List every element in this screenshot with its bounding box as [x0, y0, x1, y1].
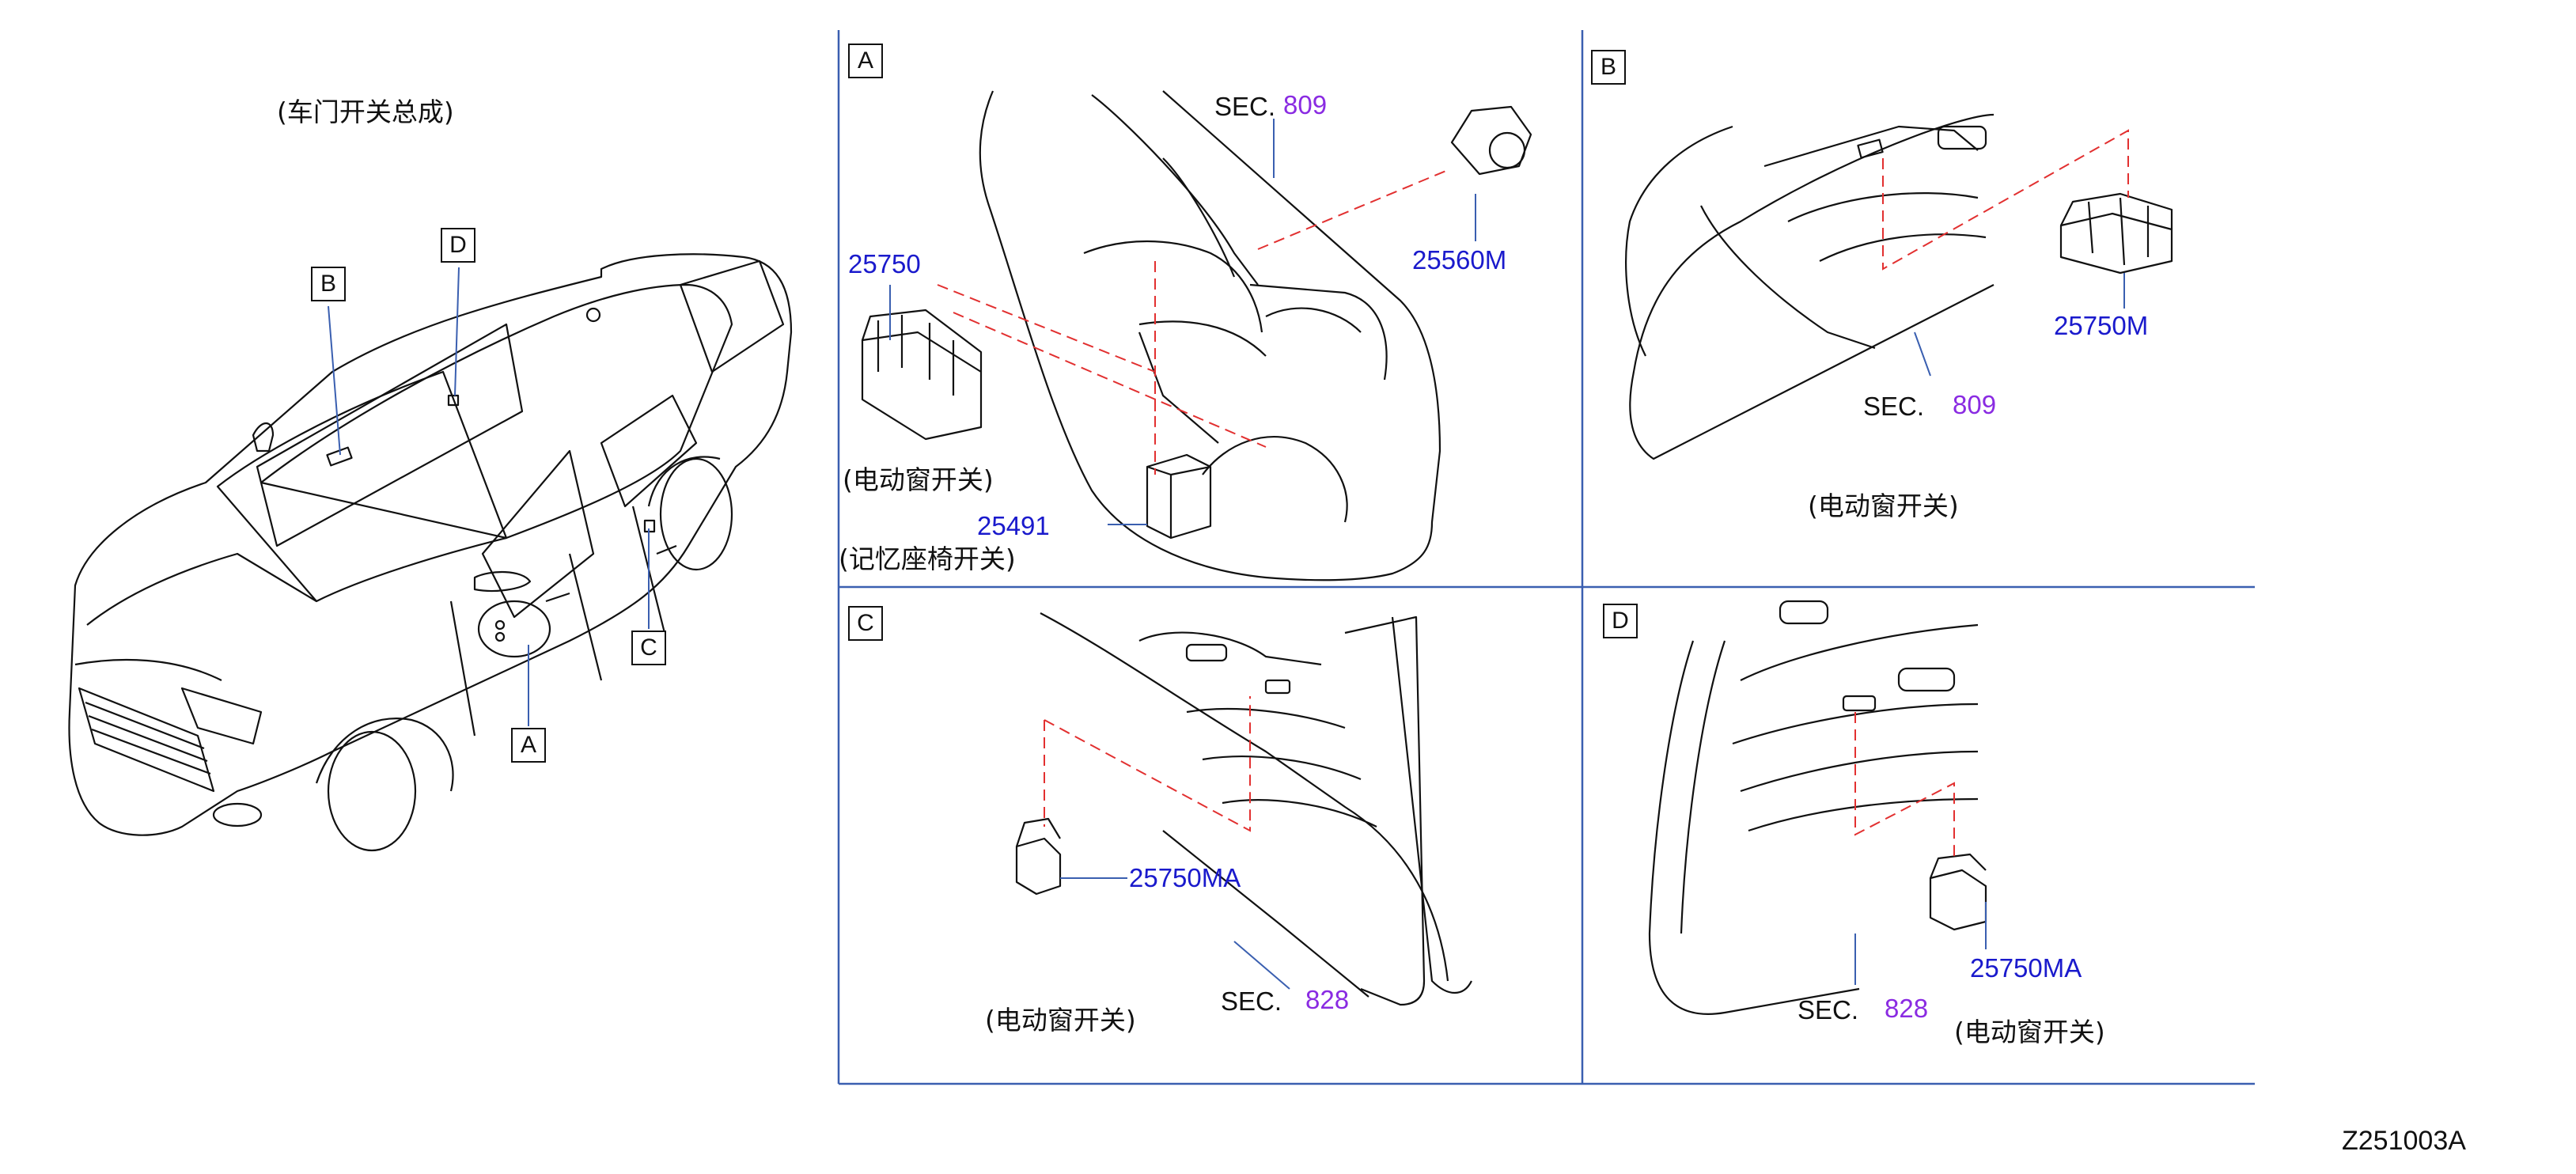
part-25750m: 25750M	[2054, 311, 2149, 340]
panel-c-sec-number: 828	[1305, 985, 1350, 1014]
panel-b-art	[1625, 113, 2173, 460]
panel-d-sec-number: 828	[1885, 994, 1929, 1023]
panel-d-art	[1648, 600, 1987, 1015]
panel-d-guides	[1854, 712, 1955, 858]
callout-leaders	[328, 267, 650, 726]
callout-b: B	[311, 267, 346, 301]
panel-b-sec-prefix: SEC.	[1863, 392, 1925, 421]
panel-b-desc: (电动窗开关)	[1808, 490, 1959, 521]
panel-c-desc: (电动窗开关)	[985, 1005, 1136, 1036]
panel-a-sec-prefix: SEC.	[1214, 92, 1276, 121]
panel-d-desc: (电动窗开关)	[1954, 1017, 2105, 1047]
panel-c-tag: C	[848, 606, 883, 641]
panel-c-art	[1015, 612, 1472, 1006]
panel-c-guides	[1044, 696, 1251, 832]
panel-b-tag: B	[1591, 50, 1626, 85]
panel-a-leaders	[889, 119, 1476, 525]
part-25750-desc: (电动窗开关)	[843, 464, 994, 495]
car-outline	[68, 253, 793, 852]
panel-a-tag: A	[848, 44, 883, 78]
panel-a-art	[861, 90, 1532, 581]
panel-a-guides	[937, 169, 1449, 475]
panel-a-sec-number: 809	[1283, 90, 1328, 119]
part-25491-desc: (记忆座椅开关)	[839, 543, 1016, 574]
callout-c: C	[631, 631, 666, 665]
part-25750ma-d: 25750MA	[1970, 953, 2082, 983]
panel-d-tag: D	[1603, 604, 1638, 638]
panel-b-leaders	[1914, 273, 2125, 377]
part-25750: 25750	[848, 249, 921, 278]
panel-frame	[837, 30, 2255, 1085]
panel-d-leaders	[1854, 902, 1987, 985]
callout-d: D	[441, 228, 475, 263]
overview-title: (车门开关总成)	[277, 97, 454, 127]
panel-c-leaders	[1060, 877, 1290, 990]
part-25560m: 25560M	[1412, 245, 1507, 275]
part-25491: 25491	[977, 511, 1050, 540]
panel-d-sec-prefix: SEC.	[1798, 995, 1859, 1024]
callout-a: A	[511, 728, 546, 763]
part-25750ma-c: 25750MA	[1129, 863, 1241, 892]
panel-b-sec-number: 809	[1953, 390, 1997, 419]
panel-c-sec-prefix: SEC.	[1221, 987, 1282, 1016]
figure-code: Z251003A	[2342, 1126, 2466, 1156]
panel-b-guides	[1882, 129, 2129, 271]
